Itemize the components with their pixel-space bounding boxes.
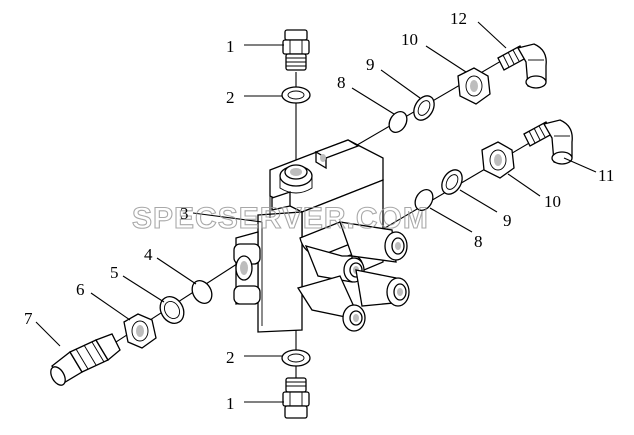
callout-1-top: 1 [226, 37, 235, 56]
watermark-text: SPECSERVER.COM [132, 202, 429, 235]
washer-8-lower [414, 189, 434, 211]
fitting-bottom [282, 377, 310, 419]
elbow-12 [497, 43, 547, 89]
leader-lines [35, 21, 597, 403]
callout-10-upper: 10 [401, 30, 418, 49]
port-upper-right [339, 221, 408, 263]
callout-8-upper: 8 [337, 73, 346, 92]
callout-4: 4 [144, 245, 153, 264]
callout-3: 3 [180, 204, 189, 223]
callout-9-lower: 9 [503, 211, 512, 230]
callout-1-bottom: 1 [226, 394, 235, 413]
nut-10-upper [457, 67, 491, 105]
callout-9-upper: 9 [366, 55, 375, 74]
callout-5: 5 [110, 263, 119, 282]
nut-10-lower [481, 141, 515, 179]
washer-bottom [281, 349, 311, 367]
fitting-top [282, 29, 310, 71]
callout-10-lower: 10 [544, 192, 561, 211]
port-lower-right [355, 269, 410, 307]
callout-12: 12 [450, 9, 467, 28]
callout-8-lower: 8 [474, 232, 483, 251]
callout-labels: 1 2 3 4 5 6 7 8 9 10 12 11 10 9 8 2 1 [24, 9, 614, 413]
callout-11: 11 [598, 166, 614, 185]
washer-4 [191, 280, 213, 304]
callout-7: 7 [24, 309, 33, 328]
callout-2-top: 2 [226, 88, 235, 107]
washer-9-upper [413, 95, 435, 121]
washer-top [281, 86, 311, 104]
nut-6 [123, 313, 157, 349]
elbow-11 [523, 119, 573, 165]
washer-8-upper [388, 111, 408, 133]
callout-6: 6 [76, 280, 85, 299]
callout-2-bottom: 2 [226, 348, 235, 367]
output-ports [296, 221, 410, 332]
washer-9-lower [441, 169, 463, 195]
washer-5 [159, 296, 185, 324]
fitting-7 [50, 333, 121, 386]
port-lower-left [296, 275, 366, 332]
